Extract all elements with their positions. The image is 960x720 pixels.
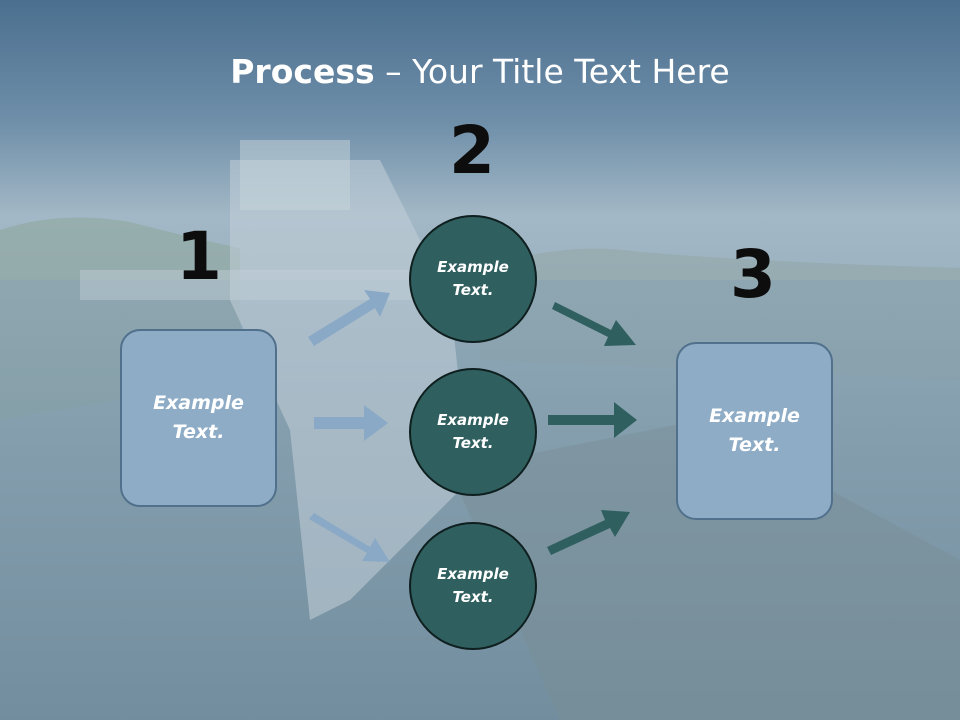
title-separator: – xyxy=(374,52,413,91)
arrow-left-bottom xyxy=(309,513,390,562)
step-circle-1: Example Text. xyxy=(409,215,537,343)
arrow-right-middle xyxy=(548,402,637,438)
slide-title: Process – Your Title Text Here xyxy=(0,52,960,91)
step-circle-3: Example Text. xyxy=(409,522,537,650)
arrow-right-top xyxy=(552,302,636,346)
step-circle-2-label: Example Text. xyxy=(437,411,509,452)
arrow-left-middle xyxy=(314,405,388,441)
step-box-3-label: Example Text. xyxy=(709,405,800,456)
step-circle-3-label: Example Text. xyxy=(437,565,509,606)
step-circle-1-label: Example Text. xyxy=(437,258,509,299)
step-circle-2: Example Text. xyxy=(409,368,537,496)
step-box-1: Example Text. xyxy=(120,329,277,507)
arrow-right-bottom xyxy=(547,510,630,555)
title-bold: Process xyxy=(230,52,375,91)
step-number-2: 2 xyxy=(449,112,495,189)
title-text: Your Title Text Here xyxy=(412,52,730,91)
arrow-left-top xyxy=(308,290,390,346)
step-box-3: Example Text. xyxy=(676,342,833,520)
step-number-1: 1 xyxy=(176,218,222,295)
step-box-1-label: Example Text. xyxy=(153,392,244,443)
step-number-3: 3 xyxy=(730,236,776,313)
